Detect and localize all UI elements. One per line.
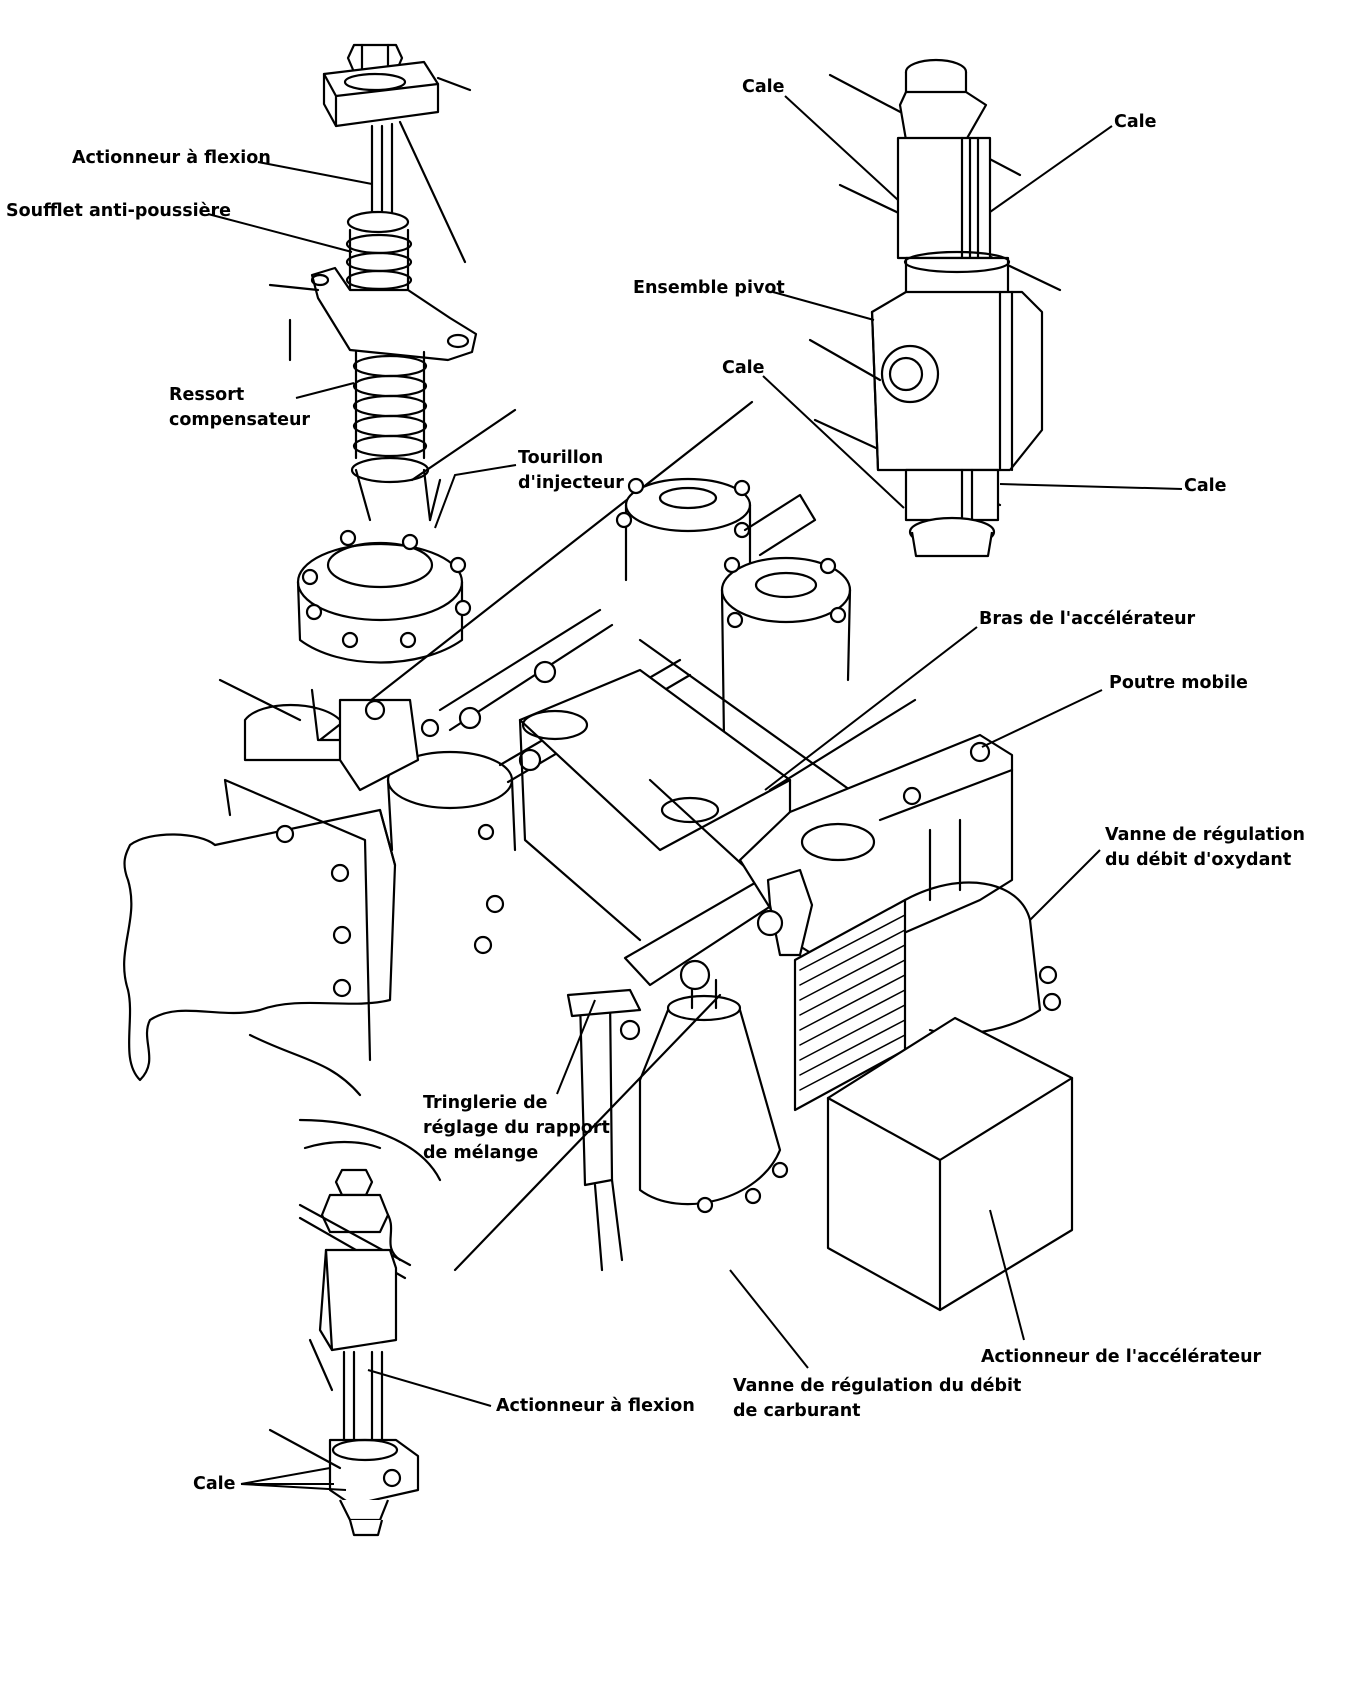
label-pivot-assembly: Ensemble pivot (633, 278, 785, 298)
label-injector-trunnion: Tourillon d'injecteur (518, 448, 624, 493)
engine-body-drawing (123, 400, 1074, 1312)
label-walking-beam: Poutre mobile (1109, 673, 1248, 693)
label-throttle-actuator: Actionneur de l'accélérateur (981, 1347, 1262, 1367)
label-oxidizer-valve: Vanne de régulation du débit d'oxydant (1105, 825, 1305, 870)
label-fuel-valve: Vanne de régulation du débit de carburan… (733, 1376, 1022, 1421)
label-dust-bellows: Soufflet anti-poussière (6, 201, 232, 221)
pivot-assembly-drawing (808, 58, 1062, 558)
label-throttle-arm: Bras de l'accélérateur (979, 609, 1196, 629)
bottom-flex-actuator-drawing (268, 1140, 420, 1537)
label-shim-top-right: Cale (1114, 112, 1157, 132)
label-shim-top-left: Cale (742, 77, 785, 97)
label-flex-actuator-top: Actionneur à flexion (72, 148, 271, 168)
top-flex-actuator-drawing (268, 43, 517, 522)
leader-lines (207, 95, 1183, 1491)
label-shim-right: Cale (1184, 476, 1227, 496)
label-compensating-spring: Ressort compensateur (169, 385, 311, 430)
label-shim-mid: Cale (722, 358, 765, 378)
label-shim-bottom: Cale (193, 1474, 236, 1494)
label-flex-actuator-bottom: Actionneur à flexion (496, 1396, 695, 1416)
label-mixture-ratio-linkage: Tringlerie de réglage du rapport de méla… (423, 1093, 610, 1163)
